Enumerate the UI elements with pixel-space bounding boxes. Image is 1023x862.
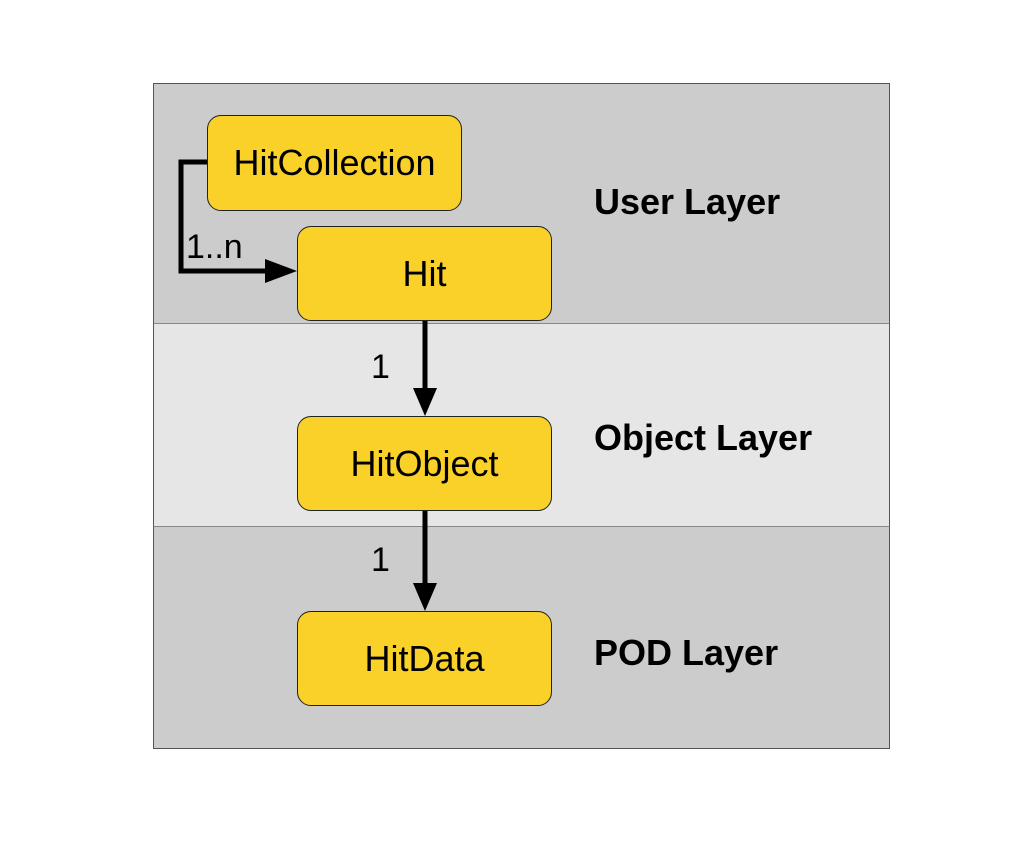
hit-collection-node: HitCollection	[207, 115, 462, 211]
multiplicity-object-to-data: 1	[371, 541, 390, 579]
hit-data-node: HitData	[297, 611, 552, 706]
user-layer-label: User Layer	[594, 181, 781, 222]
hit-collection-label: HitCollection	[233, 142, 436, 183]
hit-data-label: HitData	[364, 637, 485, 679]
hit-object-node: HitObject	[297, 416, 552, 511]
object-layer-label: Object Layer	[594, 417, 813, 458]
multiplicity-collection-to-hit: 1..n	[186, 228, 243, 266]
hit-label: Hit	[402, 252, 447, 294]
hit-node: Hit	[297, 226, 552, 321]
multiplicity-hit-to-object: 1	[371, 348, 390, 386]
hit-object-label: HitObject	[350, 442, 499, 484]
pod-layer-label: POD Layer	[594, 632, 779, 673]
